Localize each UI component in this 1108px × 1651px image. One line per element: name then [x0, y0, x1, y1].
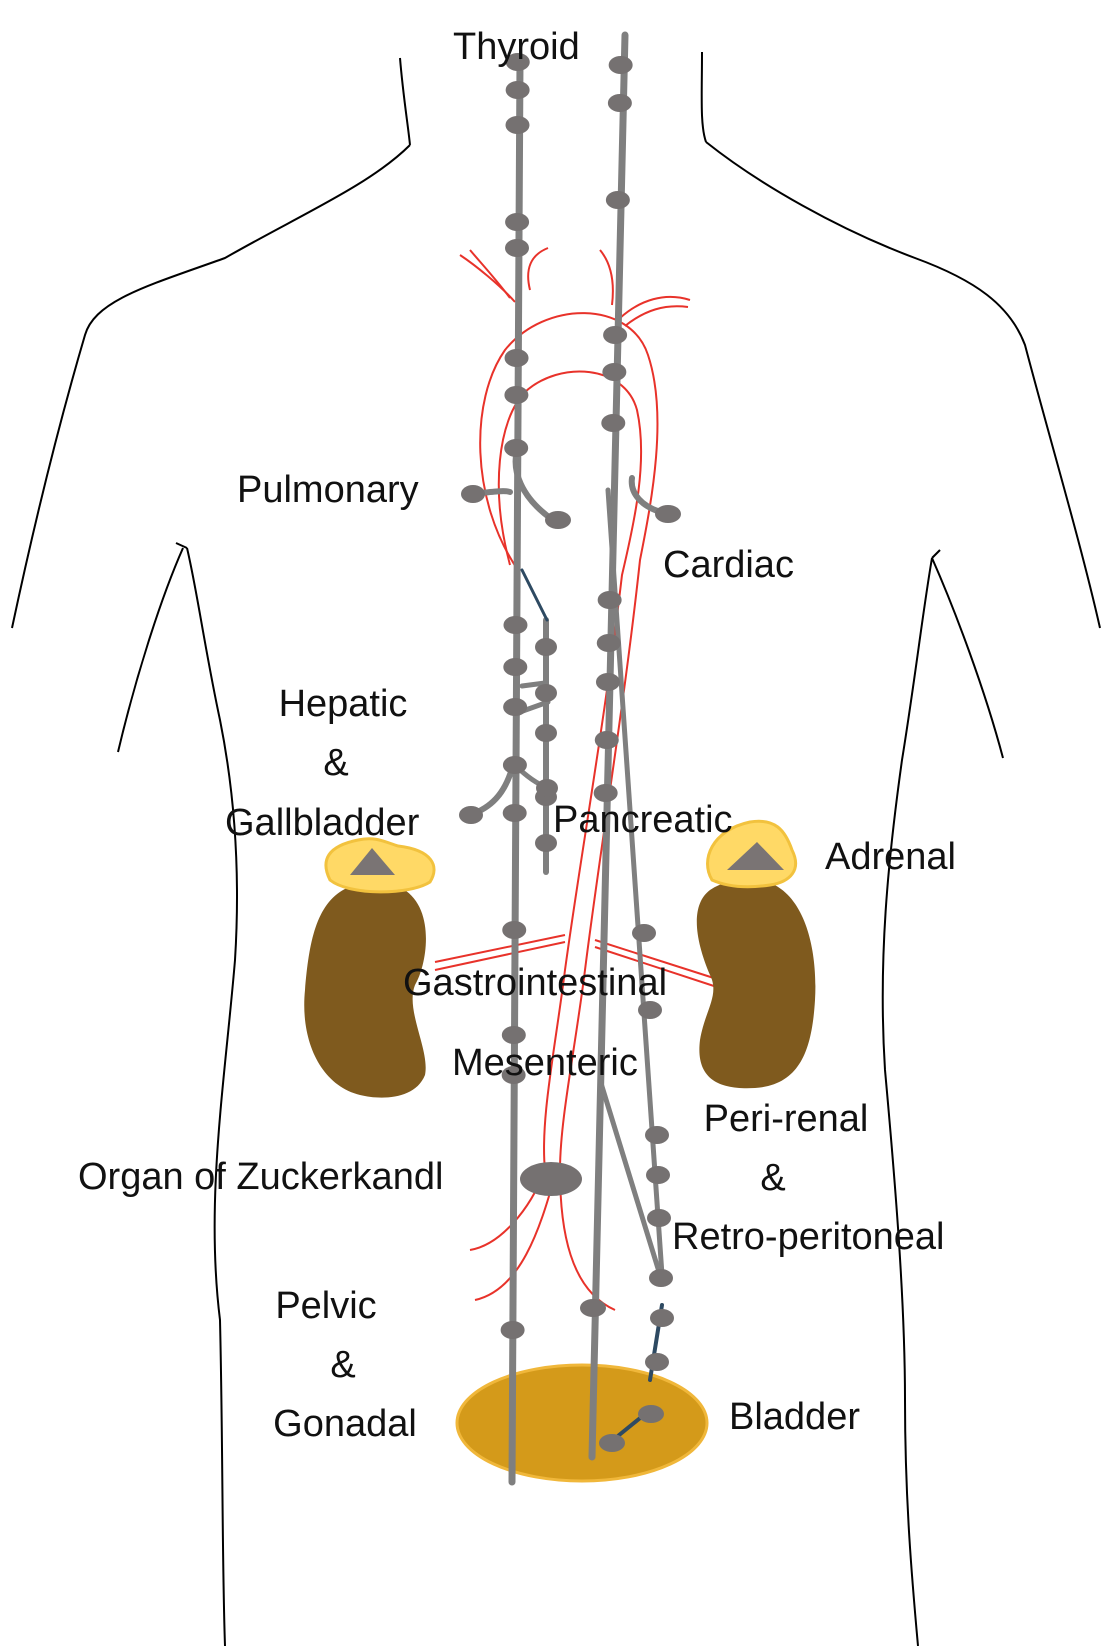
label-pulmonary: Pulmonary	[237, 471, 419, 509]
label-mesenteric: Mesenteric	[452, 1044, 638, 1082]
label-gallbladder: Gallbladder	[225, 804, 419, 842]
left-chain-ganglion-4	[505, 213, 529, 231]
right-branch-ganglion-4	[646, 1166, 670, 1184]
brachiocephalic-right-a	[600, 250, 613, 305]
hepatic-ganglion	[459, 806, 483, 824]
right-chain-ganglion-5	[602, 363, 626, 381]
left-chain-ganglion-14	[502, 921, 526, 939]
accessory-ganglion-3	[535, 724, 557, 742]
left-chain-ganglion-13	[503, 804, 527, 822]
label-pancreatic: Pancreatic	[553, 801, 733, 839]
right-chain-ganglion-10	[595, 731, 619, 749]
renal-artery-left-upper	[435, 935, 565, 962]
brachiocephalic-right-c	[625, 306, 688, 326]
right-chain-ganglion-9	[596, 673, 620, 691]
right-chain-ganglion-7	[598, 591, 622, 609]
left-chain-ganglion-5	[505, 239, 529, 257]
bladder-lower-ganglion	[599, 1434, 625, 1452]
label-zuckerkandl: Organ of Zuckerkandl	[78, 1158, 443, 1196]
right-chain-ganglion-1	[609, 56, 633, 74]
aorta-and-arteries	[435, 248, 720, 1310]
left-chain-ganglion-6	[505, 349, 529, 367]
label-hepatic: Hepatic	[279, 685, 408, 723]
left-torso-outline	[187, 548, 237, 1646]
sympathetic-chains	[459, 35, 681, 1482]
left-chain-ganglion-8	[504, 439, 528, 457]
zuckerkandl-organ	[520, 1162, 582, 1196]
label-hepatic-ampersand: &	[323, 744, 348, 782]
left-chain-ganglion-11	[503, 698, 527, 716]
pancreatic-ganglion	[536, 779, 558, 797]
cardiac-ganglion	[655, 505, 681, 523]
brachiocephalic-left	[528, 248, 548, 290]
right-chain-ganglion-3	[606, 191, 630, 209]
left-chain-ganglion-12	[503, 756, 527, 774]
left-armpit-fold	[176, 543, 187, 548]
left-chain-ganglion-2	[506, 81, 530, 99]
left-chain-ganglion-10	[503, 658, 527, 676]
left-inner-arm-outline	[118, 548, 183, 752]
neck-right-outline	[702, 52, 706, 142]
bladder-upper-ganglion	[638, 1405, 664, 1423]
iliac-ganglion	[580, 1299, 606, 1317]
label-pelvic-ampersand: &	[330, 1346, 355, 1384]
left-chain-ganglion-3	[505, 116, 529, 134]
neck-left-outline	[400, 58, 410, 145]
label-cardiac: Cardiac	[663, 546, 794, 584]
label-thyroid: Thyroid	[453, 28, 580, 66]
pulmonary-end-ganglion	[545, 511, 571, 529]
right-chain-ganglion-6	[601, 414, 625, 432]
left-subclavian-artery	[470, 250, 510, 298]
label-gonadal: Gonadal	[273, 1405, 417, 1443]
left-chain-ganglion-9	[503, 616, 527, 634]
left-chain-ganglion-7	[504, 386, 528, 404]
label-gastrointestinal: Gastrointestinal	[403, 964, 667, 1002]
bladder-shape	[457, 1365, 707, 1481]
right-inner-arm-outline	[932, 558, 1003, 758]
accessory-ganglion-2	[535, 684, 557, 702]
accessory-ganglion-1	[535, 638, 557, 656]
right-branch-ganglion-8	[645, 1353, 669, 1371]
right-branch-ganglion-7	[650, 1309, 674, 1327]
right-chain-ganglion-4	[603, 326, 627, 344]
label-perirenal: Peri-renal	[704, 1100, 869, 1138]
label-bladder: Bladder	[729, 1398, 860, 1436]
right-armpit-fold	[932, 550, 940, 558]
right-branch-ganglion-6	[649, 1269, 673, 1287]
left-shoulder-outline	[12, 145, 410, 628]
brachiocephalic-right-b	[620, 297, 690, 318]
right-branch-ganglion-5	[647, 1209, 671, 1227]
label-adrenal: Adrenal	[825, 838, 956, 876]
right-chain-ganglion-2	[608, 94, 632, 112]
right-chain-ganglion-8	[597, 634, 621, 652]
left-chain-ganglion-17	[501, 1321, 525, 1339]
label-retroperitoneal: Retro-peritoneal	[672, 1218, 944, 1256]
right-kidney	[697, 879, 816, 1088]
right-torso-outline	[883, 558, 932, 1646]
right-branch-ganglion-3	[645, 1126, 669, 1144]
label-perirenal-ampersand: &	[760, 1159, 785, 1197]
right-branch-ganglion-1	[632, 924, 656, 942]
connector-thoracic	[522, 570, 547, 620]
pulmonary-ganglion	[461, 485, 485, 503]
label-pelvic: Pelvic	[275, 1287, 376, 1325]
